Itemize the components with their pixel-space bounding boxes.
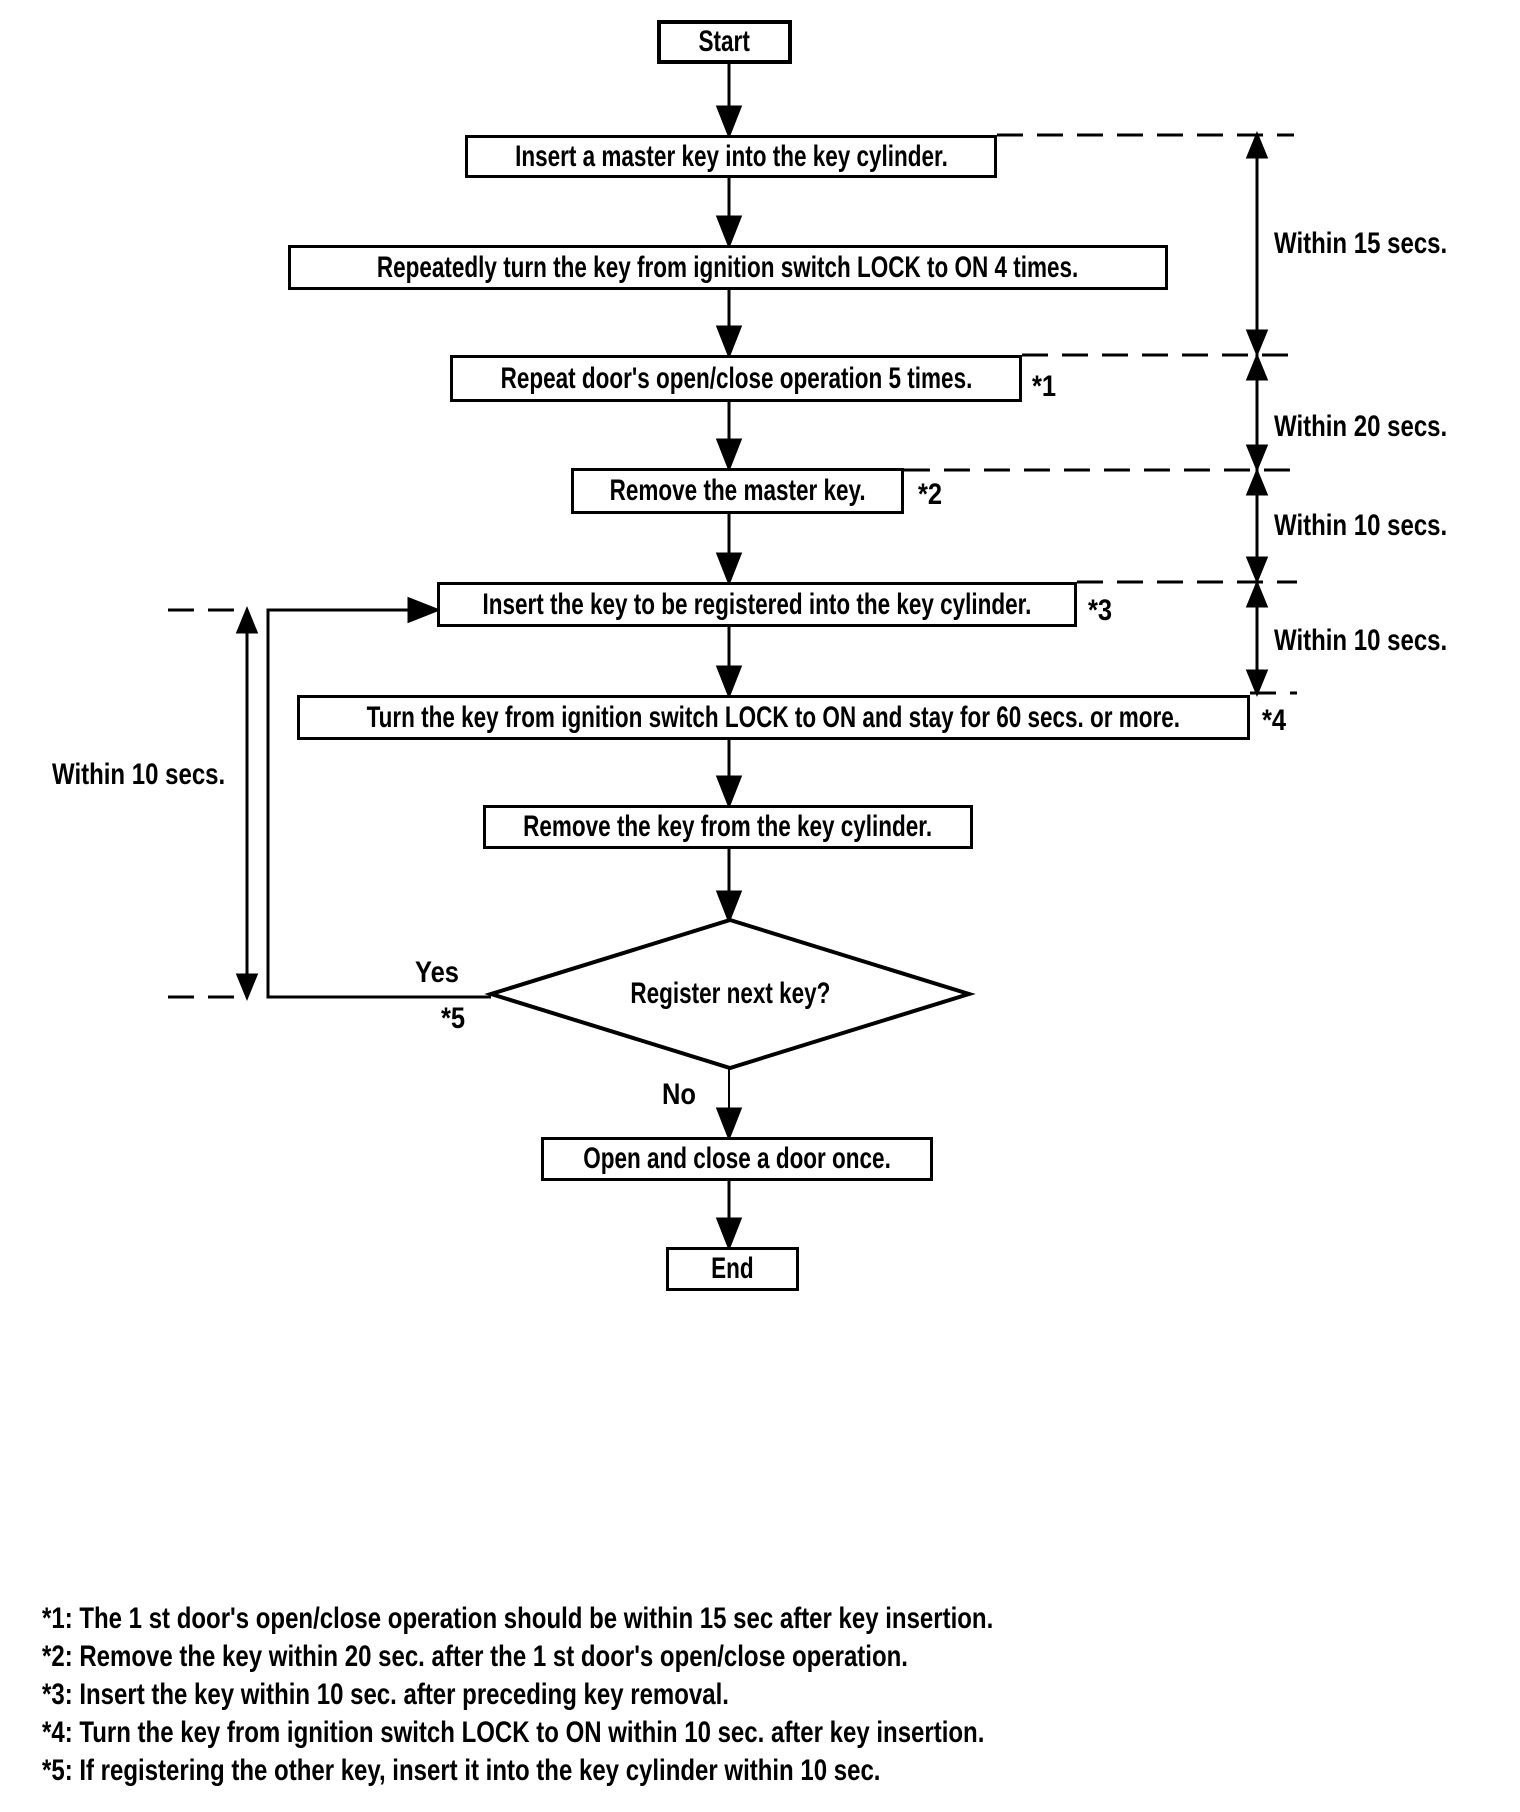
arrow-down-icon (1245, 669, 1269, 697)
node-insert-master-key: Insert a master key into the key cylinde… (465, 135, 997, 178)
node-turn-key-4-times: Repeatedly turn the key from ignition sw… (288, 245, 1168, 290)
arrow-up-icon (235, 606, 259, 634)
node-open-close-door-once: Open and close a door once. (541, 1137, 933, 1181)
yes-branch-label: Yes (415, 956, 459, 989)
arrow-down-icon (715, 325, 743, 360)
timing-within-20-secs: Within 20 secs. (1274, 410, 1448, 443)
footnotes-block: *1: The 1 st door's open/close operation… (42, 1600, 1231, 1790)
arrow-down-icon (715, 665, 743, 700)
node-start-label: Start (698, 25, 751, 58)
arrow-right-icon (407, 596, 442, 624)
node-start: Start (657, 20, 792, 64)
yes-loop-line (266, 608, 491, 999)
arrow-down-icon (715, 438, 743, 473)
note-ref-5: *5 (441, 1002, 466, 1035)
timing-within-10-secs-left: Within 10 secs. (52, 758, 226, 791)
node-turn-key-4-times-label: Repeatedly turn the key from ignition sw… (377, 250, 1079, 284)
node-open-close-door-once-label: Open and close a door once. (583, 1142, 891, 1175)
arrow-down-icon (715, 552, 743, 587)
arrow-down-icon (715, 775, 743, 810)
arrow-up-icon (1245, 353, 1269, 381)
note-ref-2: *2 (918, 478, 943, 511)
node-end: End (666, 1247, 799, 1291)
node-remove-master-key-label: Remove the master key. (609, 474, 866, 507)
footnote-1: *1: The 1 st door's open/close operation… (42, 1602, 994, 1635)
node-insert-master-key-label: Insert a master key into the key cylinde… (514, 139, 948, 173)
node-remove-key-label: Remove the key from the key cylinder. (523, 810, 933, 843)
node-door-open-close-5-times-label: Repeat door's open/close operation 5 tim… (500, 361, 972, 395)
node-door-open-close-5-times: Repeat door's open/close operation 5 tim… (450, 355, 1022, 402)
arrow-down-icon (1245, 444, 1269, 472)
footnote-3: *3: Insert the key within 10 sec. after … (42, 1678, 729, 1711)
node-end-label: End (711, 1252, 754, 1285)
footnote-4: *4: Turn the key from ignition switch LO… (42, 1716, 985, 1749)
arrow-down-icon (715, 105, 743, 140)
arrow-up-icon (1245, 580, 1269, 608)
node-remove-key: Remove the key from the key cylinder. (483, 805, 973, 849)
timing-within-10-secs-b: Within 10 secs. (1274, 624, 1448, 657)
arrow-down-icon (715, 215, 743, 250)
arrow-up-icon (1245, 131, 1269, 159)
arrow-down-icon (1245, 556, 1269, 584)
node-register-next-key: Register next key? (491, 920, 969, 1068)
arrow-down-icon (715, 1107, 743, 1142)
node-turn-key-stay-60-label: Turn the key from ignition switch LOCK t… (366, 700, 1181, 734)
arrow-down-icon (1245, 329, 1269, 357)
note-ref-1: *1 (1032, 370, 1057, 403)
node-insert-key-to-register: Insert the key to be registered into the… (437, 582, 1077, 627)
arrow-down-icon (715, 890, 743, 925)
node-remove-master-key: Remove the master key. (571, 468, 904, 514)
node-insert-key-to-register-label: Insert the key to be registered into the… (482, 587, 1032, 621)
arrow-up-icon (1245, 468, 1269, 496)
arrow-down-icon (235, 973, 259, 1001)
footnote-5: *5: If registering the other key, insert… (42, 1754, 881, 1787)
arrow-down-icon (715, 1217, 743, 1252)
timing-within-10-secs-a: Within 10 secs. (1274, 509, 1448, 542)
node-register-next-key-label: Register next key? (629, 977, 831, 1010)
no-branch-label: No (662, 1078, 696, 1111)
decision-diamond (484, 917, 976, 1071)
note-ref-4: *4 (1262, 704, 1287, 737)
note-ref-3: *3 (1088, 594, 1113, 627)
footnote-2: *2: Remove the key within 20 sec. after … (42, 1640, 908, 1673)
timing-within-15-secs: Within 15 secs. (1274, 227, 1448, 260)
node-turn-key-stay-60: Turn the key from ignition switch LOCK t… (297, 695, 1250, 740)
